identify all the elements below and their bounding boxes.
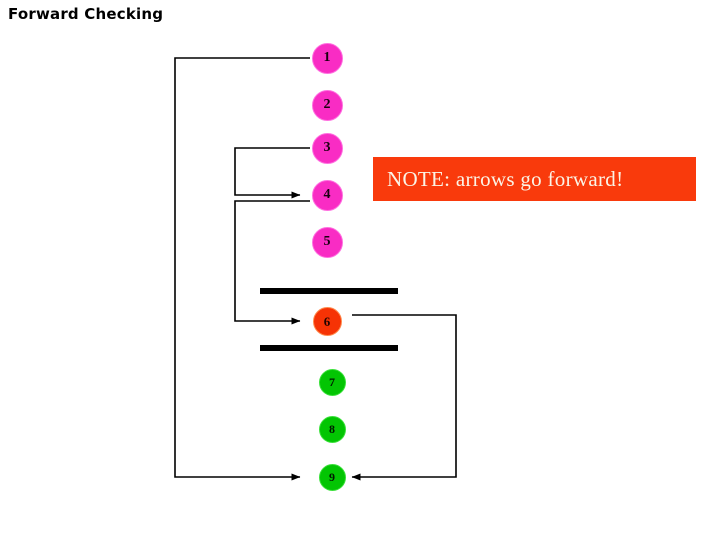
graph-node-label: 9 [329, 470, 335, 484]
arrow-6-to-9 [351, 314, 457, 481]
graph-node-label: 6 [323, 313, 331, 329]
page-title: Forward Checking [8, 5, 164, 23]
graph-node-label: 3 [323, 140, 331, 155]
graph-node-1[interactable]: 1 [311, 42, 343, 74]
note-text: NOTE: arrows go forward! [387, 166, 624, 191]
bar-below-node-6 [260, 345, 398, 351]
graph-node-label: 7 [329, 375, 335, 389]
graph-node-label: 5 [323, 234, 331, 249]
arrow-1-to-9 [174, 57, 310, 481]
graph-node-9[interactable]: 9 [318, 463, 346, 491]
bar-above-node-6 [260, 288, 398, 294]
graph-node-label: 8 [329, 422, 335, 436]
graph-node-5[interactable]: 5 [311, 226, 343, 258]
bar-layer [260, 288, 398, 351]
arrow-layer [174, 57, 457, 481]
graph-node-4[interactable]: 4 [311, 179, 343, 211]
graph-node-2[interactable]: 2 [311, 89, 343, 121]
graph-node-6[interactable]: 6 [312, 306, 342, 336]
arrow-4-to-6 [234, 200, 310, 325]
graph-node-7[interactable]: 7 [318, 368, 346, 396]
graph-node-8[interactable]: 8 [318, 415, 346, 443]
arrow-3-to-4 [234, 147, 310, 199]
graph-node-3[interactable]: 3 [311, 132, 343, 164]
graph-node-label: 2 [323, 97, 331, 112]
graph-node-label: 4 [323, 187, 331, 202]
graph-node-label: 1 [323, 50, 331, 65]
note-banner: NOTE: arrows go forward! [373, 157, 696, 201]
